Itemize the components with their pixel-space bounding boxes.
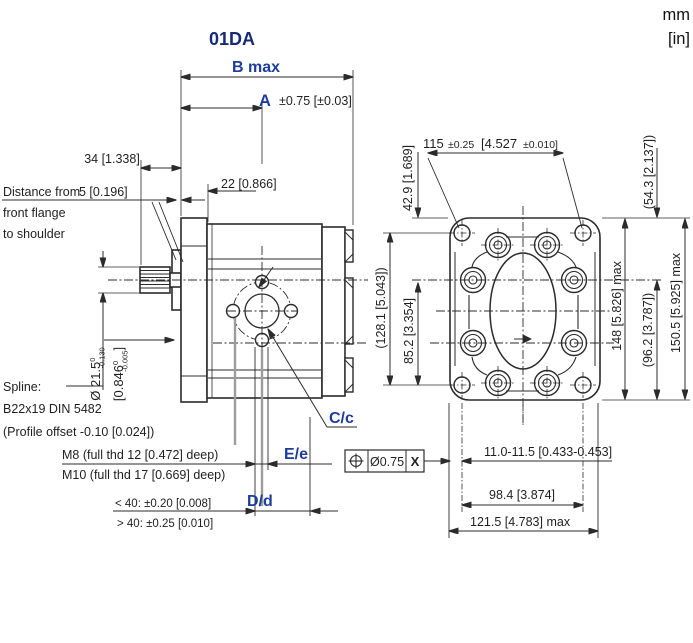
spline-note-line2: B22x19 DIN 5482 [3, 402, 102, 416]
feature-control-frame: Ø0.75 X [344, 449, 425, 473]
corner-holes [449, 220, 596, 398]
dim-85-2-label: 85.2 [3.354] [402, 298, 416, 364]
fcf-datum-label: X [411, 454, 420, 469]
dim-150-5-label: 150.5 [5.925] max [669, 252, 683, 353]
note-distance-line2: front flange [3, 206, 66, 220]
dim-115-tolerance: ±0.25 [448, 139, 474, 151]
dim-98-4-label: 98.4 [3.874] [489, 488, 555, 502]
side-view [108, 217, 368, 403]
dim-ee-label: E/e [284, 446, 308, 463]
dim-22-label: 22 [0.866] [221, 177, 277, 191]
bolt-circle-arrow [259, 266, 274, 287]
dim-b-max-label: B max [232, 59, 280, 76]
dim-128-1-label: (128.1 [5.043]) [374, 267, 388, 348]
units-in-label: [in] [668, 30, 690, 48]
dim-shaft-dia-mm: Ø 21.50-0.130 [88, 347, 107, 400]
thread-m10-note: M10 (full thd 17 [0.669] deep) [62, 468, 225, 482]
rear-cover [321, 226, 346, 397]
casting-contours [468, 236, 579, 392]
drawing-title: 01DA [209, 29, 255, 49]
spline-note-line1: Spline: [3, 380, 41, 394]
dim-115-inches-tolerance: ±0.010] [523, 139, 558, 151]
dim-11-label: 11.0-11.5 [0.433-0.453] [484, 445, 612, 459]
note-distance-line1: Distance from [3, 185, 80, 199]
spline-note-line3: (Profile offset -0.10 [0.024]) [3, 425, 154, 439]
dim-115-inches: [4.527 [481, 136, 517, 151]
units-mm-label: mm [663, 6, 691, 24]
dim-shaft-dia-in: [0.8460-0.005] [111, 347, 130, 401]
rotation-arrow [514, 334, 532, 344]
note-distance-line3: to shoulder [3, 227, 65, 241]
dim-dd-label: D/d [247, 493, 273, 510]
rear-cover-ears [344, 229, 354, 393]
side-view-dimensions: B max A ±0.75 [±0.03] 34 [1.338] Distanc… [2, 59, 357, 530]
spline-teeth [140, 270, 170, 289]
dim-54-3-label: (54.3 [2.137]) [642, 135, 656, 209]
mounting-flange [180, 217, 208, 403]
dim-96-2-label: (96.2 [3.787]) [641, 293, 655, 367]
front-view-dimensions: 115 ±0.25 [4.527 ±0.010] 42.9 [1.689] (5… [374, 135, 690, 538]
thread-m8-note: M8 (full thd 12 [0.472] deep) [62, 448, 218, 462]
dim-a-tolerance: ±0.75 [±0.03] [279, 94, 352, 108]
tolerance-under-40-note: < 40: ±0.20 [0.008] [115, 498, 211, 510]
dim-42-9-label: 42.9 [1.689] [401, 145, 415, 211]
dim-148-label: 148 [5.826] max [610, 260, 624, 350]
dim-121-5-label: 121.5 [4.783] max [470, 515, 571, 529]
fcf-tolerance-value: Ø0.75 [370, 455, 404, 469]
dim-cc-label: C/c [329, 410, 354, 427]
dim-115-value: 115 [423, 136, 444, 151]
tolerance-over-40-note: > 40: ±0.25 [0.010] [117, 518, 213, 530]
front-view [412, 206, 662, 424]
dim-5-label: 5 [0.196] [79, 185, 128, 199]
dim-34-label: 34 [1.338] [84, 152, 140, 166]
dim-a-label: A [259, 92, 271, 110]
rear-flange-outline [449, 217, 601, 401]
position-tolerance-icon [348, 453, 364, 469]
